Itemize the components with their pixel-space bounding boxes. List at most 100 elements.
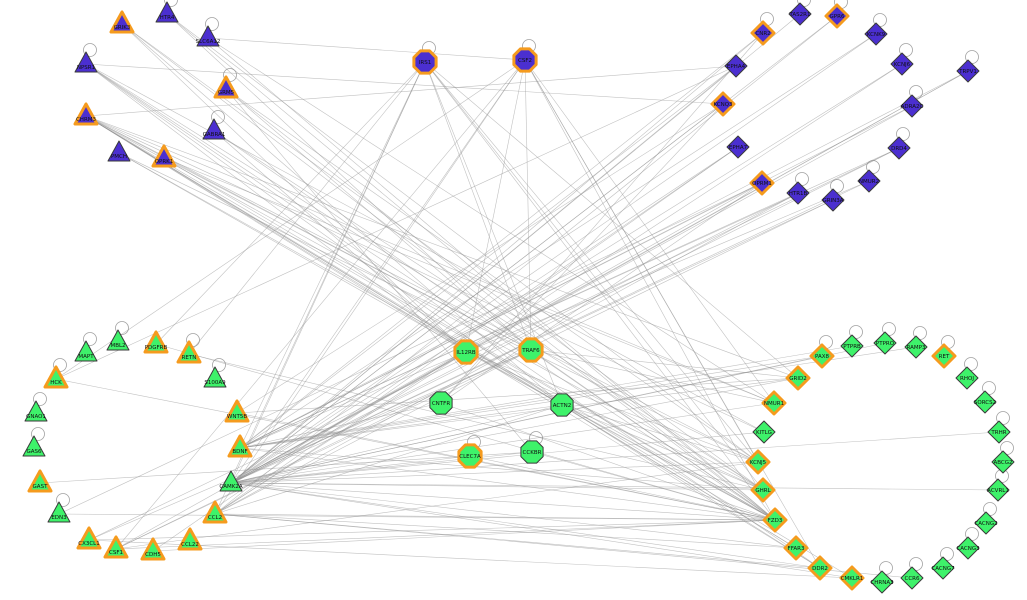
edge-TRAF6-CX3CL1 (88, 349, 532, 541)
edge-CSF2-TRAF6 (524, 59, 532, 351)
node-GRID2[interactable] (785, 365, 811, 391)
edge-BDNF-RAMP3 (239, 346, 917, 449)
node-RHOJ[interactable] (955, 366, 979, 390)
edge-OPRM1-EDN3 (58, 182, 763, 515)
node-PMCH[interactable] (107, 140, 131, 162)
node-HTR1B[interactable] (786, 181, 810, 205)
node-TRHR[interactable] (987, 420, 1011, 444)
edge-EPHA4-BDNF (239, 65, 737, 449)
node-EPHA4[interactable] (724, 54, 748, 78)
node-FZD3[interactable] (762, 507, 788, 533)
edge-HTR4-TRAF6 (166, 13, 532, 351)
node-IRS1[interactable] (412, 49, 438, 75)
edge-IRS1-FZD3 (424, 61, 776, 521)
node-TRAF6[interactable] (518, 337, 544, 363)
edge-ACTN2-GHRL (561, 404, 764, 491)
node-GRIK3[interactable] (109, 10, 135, 34)
node-CX3CL1[interactable] (76, 526, 102, 550)
node-CHRM3[interactable] (73, 102, 99, 126)
node-GRM5[interactable] (213, 75, 239, 99)
node-CMKLR1[interactable] (839, 565, 865, 591)
node-CACNG2[interactable] (974, 511, 998, 535)
node-ACVRL1[interactable] (986, 478, 1010, 502)
node-BDNF[interactable] (227, 434, 253, 458)
edge-GPR6-CCL2 (214, 15, 838, 515)
node-NMUR2[interactable] (857, 169, 881, 193)
node-TAS2R1[interactable] (788, 2, 812, 26)
edge-CHRM3-GRID2 (85, 115, 799, 379)
node-DDR2[interactable] (807, 555, 833, 581)
node-HTR4[interactable] (155, 1, 179, 23)
edge-CSF2-NMUR1 (524, 59, 775, 404)
edge-CCL2-FFAR3 (214, 513, 797, 549)
node-CCKBR[interactable] (520, 440, 544, 464)
node-CNR2[interactable] (750, 20, 776, 46)
edge-EDN3-FZD3 (58, 513, 776, 521)
self-loop-MBL2 (115, 321, 129, 335)
node-CAMK2A[interactable] (219, 470, 243, 492)
edge-OPRK1-FZD3 (163, 157, 776, 521)
node-KITLG[interactable] (752, 420, 776, 444)
node-GAST[interactable] (27, 469, 53, 493)
node-S100A9[interactable] (203, 366, 227, 388)
edge-CSF2-CAMK2A (230, 59, 526, 484)
node-RETN[interactable] (176, 340, 202, 364)
node-FFAR3[interactable] (783, 535, 809, 561)
edge-IRS1-KCNJ5 (424, 61, 759, 463)
edge-EPHA4-HCK (55, 65, 737, 380)
node-OPRM1[interactable] (749, 170, 775, 196)
node-CACNG7[interactable] (931, 556, 955, 580)
edge-HTR1B-BDNF (239, 192, 799, 449)
node-MAPT[interactable] (74, 340, 98, 362)
node-GRIN3A[interactable] (821, 188, 845, 212)
node-ABCG2[interactable] (991, 450, 1015, 474)
node-DRD4[interactable] (887, 136, 911, 160)
node-OPRK1[interactable] (151, 144, 177, 168)
node-PDGFRB[interactable] (143, 330, 169, 354)
edge-TRAF6-GRID2 (530, 349, 799, 379)
node-RAMP3[interactable] (904, 335, 928, 359)
node-PTPRO[interactable] (873, 331, 897, 355)
node-WNT5B[interactable] (224, 399, 250, 423)
node-GPR6[interactable] (824, 3, 850, 29)
node-IL12RB[interactable] (453, 339, 479, 365)
node-NPSR1[interactable] (74, 51, 98, 73)
edge-IRS1-GRID2 (424, 61, 799, 379)
node-CLEC7A[interactable] (457, 443, 483, 469)
node-CCL2[interactable] (202, 500, 228, 524)
node-MBL2[interactable] (106, 329, 130, 351)
node-CCL22[interactable] (177, 527, 203, 551)
node-GABRA1[interactable] (202, 118, 226, 140)
node-CACNG3[interactable] (956, 536, 980, 560)
node-ADRA2C[interactable] (900, 94, 924, 118)
node-KCNJ5[interactable] (745, 449, 771, 475)
node-KCNQ3[interactable] (710, 91, 736, 117)
edge-TRAF6-CCL2 (214, 349, 532, 515)
node-KCNJ6[interactable] (890, 52, 914, 76)
edge-KCNK9-BDNF (239, 33, 877, 449)
node-CSF2[interactable] (512, 47, 538, 73)
node-EPHA7[interactable] (726, 135, 750, 159)
node-CHRNA3[interactable] (870, 570, 894, 594)
node-KCNK9[interactable] (864, 22, 888, 46)
node-GNAO1[interactable] (24, 400, 48, 422)
node-CNTFR[interactable] (429, 391, 453, 415)
node-CDH5[interactable] (140, 537, 166, 561)
node-GAS6[interactable] (22, 435, 46, 457)
node-HCK[interactable] (43, 365, 69, 389)
node-TRPV1[interactable] (956, 59, 980, 83)
node-CSF1[interactable] (103, 535, 129, 559)
edge-CLEC7A-CAMK2A (230, 455, 471, 484)
node-CCR6[interactable] (900, 566, 924, 590)
node-ACTN2[interactable] (550, 393, 574, 417)
node-GHRL[interactable] (750, 477, 776, 503)
node-NMUR1[interactable] (761, 390, 787, 416)
node-PAX8[interactable] (809, 343, 835, 369)
node-PTPRB[interactable] (840, 334, 864, 358)
node-RET[interactable] (931, 343, 957, 369)
node-SLC6A12[interactable] (196, 25, 220, 47)
edge-RETN-GHRL (188, 353, 764, 491)
node-EDN3[interactable] (47, 501, 71, 523)
node-SORCS2[interactable] (973, 390, 997, 414)
